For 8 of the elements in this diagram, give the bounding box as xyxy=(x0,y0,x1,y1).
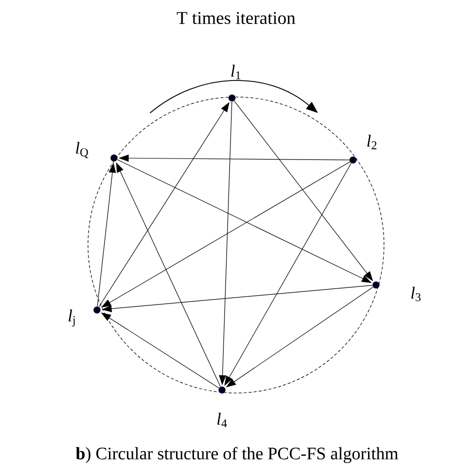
node-label: l$_{3}$ xyxy=(411,286,421,302)
node-label: l$_{2}$ xyxy=(367,134,376,150)
title: T times iteration xyxy=(176,12,296,24)
node-label: l$_{j}$ xyxy=(68,310,75,326)
node-label: l$_{Q}$ xyxy=(76,142,88,158)
node-label: l$_{1}$ xyxy=(231,64,240,80)
caption: b) Circular structure of the PCC-FS algorithm xyxy=(76,446,398,464)
node-label: l$_{4}$ xyxy=(217,412,227,428)
